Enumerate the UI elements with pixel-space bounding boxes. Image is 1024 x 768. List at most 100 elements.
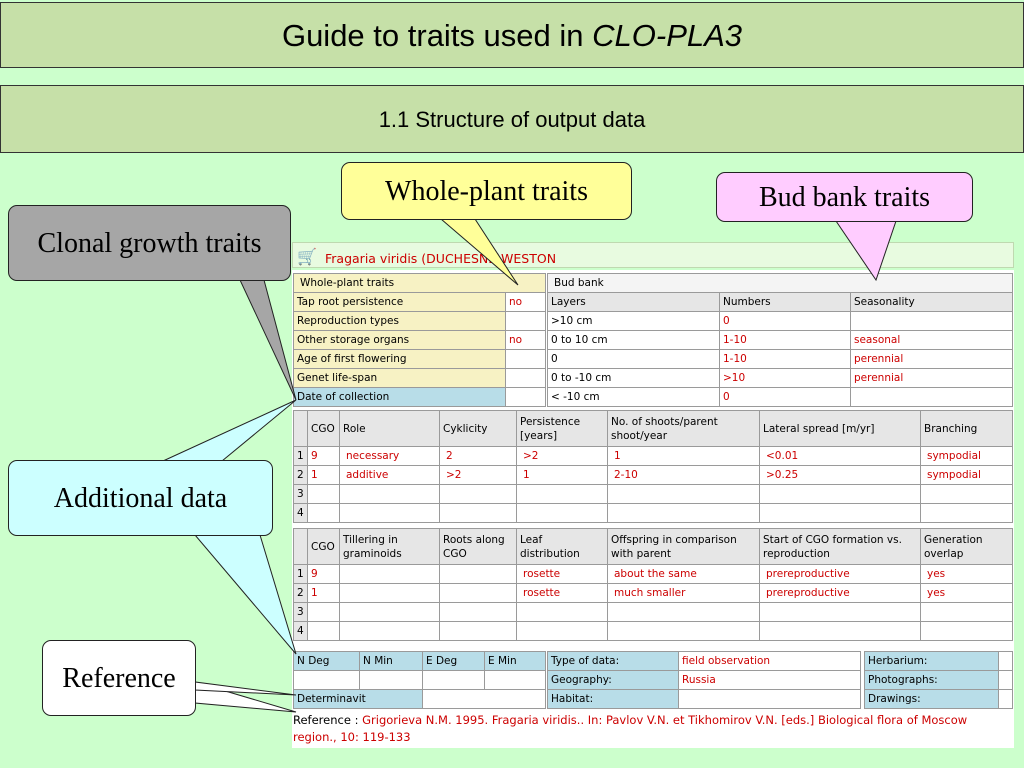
cgo-value[interactable]	[339, 503, 440, 523]
reference-text[interactable]: Grigorieva N.M. 1995. Fragaria viridis..…	[293, 713, 968, 744]
cgo-value[interactable]	[759, 503, 921, 523]
bud-bank-value[interactable]: >10	[719, 368, 851, 388]
e-deg-value[interactable]	[422, 670, 485, 690]
bud-bank-value[interactable]: 1-10	[719, 330, 851, 350]
cgo-value[interactable]	[439, 503, 517, 523]
whole-plant-value[interactable]	[504, 387, 547, 407]
bud-bank-value[interactable]: 1-10	[719, 349, 851, 369]
cgo-value[interactable]: 1	[307, 465, 340, 485]
cgo-value[interactable]: 9	[307, 564, 340, 584]
cgo-value[interactable]: about the same	[607, 564, 760, 584]
cgo-value[interactable]: additive	[339, 465, 440, 485]
cgo-value[interactable]	[607, 621, 760, 641]
media-value[interactable]	[998, 689, 1013, 709]
whole-plant-value[interactable]	[504, 368, 547, 388]
cgo-value[interactable]	[516, 503, 608, 523]
cgo-value[interactable]: 1	[607, 446, 760, 466]
cart-icon[interactable]: 🛒	[297, 247, 317, 266]
cgo-value[interactable]	[920, 484, 1013, 504]
cgo-value[interactable]: yes	[920, 564, 1013, 584]
cgo-value[interactable]: >0.25	[759, 465, 921, 485]
n-deg-value[interactable]	[293, 670, 360, 690]
n-min-value[interactable]	[359, 670, 423, 690]
bud-bank-value[interactable]: 0	[719, 387, 851, 407]
whole-plant-value[interactable]: no	[504, 330, 547, 350]
cgo-value[interactable]	[516, 484, 608, 504]
cgo-value[interactable]: >2	[439, 465, 517, 485]
cgo-value[interactable]: 1	[307, 583, 340, 603]
data-info-value[interactable]	[678, 689, 861, 709]
cgo-value[interactable]	[307, 484, 340, 504]
cgo-value[interactable]: <0.01	[759, 446, 921, 466]
cgo-value[interactable]	[307, 621, 340, 641]
cgo-value[interactable]	[439, 484, 517, 504]
cgo-value[interactable]	[516, 602, 608, 622]
cgo-value[interactable]: >2	[516, 446, 608, 466]
cgo-row: 3	[293, 484, 1013, 504]
whole-plant-value[interactable]	[504, 311, 547, 331]
reference-tail-upper	[194, 681, 297, 696]
cgo-value[interactable]	[307, 602, 340, 622]
cgo-value[interactable]	[439, 583, 517, 603]
media-value[interactable]	[998, 651, 1013, 671]
cgo-value[interactable]: 2-10	[607, 465, 760, 485]
cgo-value[interactable]	[607, 503, 760, 523]
cgo-value[interactable]	[607, 484, 760, 504]
cgo-value[interactable]	[339, 621, 440, 641]
bud-bank-value[interactable]: seasonal	[849, 330, 1014, 350]
cgo-value[interactable]	[339, 583, 440, 603]
cgo-value[interactable]	[759, 602, 921, 622]
whole-plant-row: Genet life-span	[293, 368, 547, 388]
cgo-value[interactable]	[439, 564, 517, 584]
additional-tail	[162, 399, 297, 462]
determinavit-value[interactable]	[422, 689, 546, 709]
cgo-value[interactable]	[439, 602, 517, 622]
cgo-value[interactable]	[607, 602, 760, 622]
cgo-value[interactable]	[920, 621, 1013, 641]
slide-subtitle: 1.1 Structure of output data	[0, 85, 1024, 153]
bud-bank-column-header: Seasonality	[849, 292, 1014, 312]
cgo-value[interactable]	[339, 564, 440, 584]
cgo-column-header: Roots along CGO	[439, 528, 517, 565]
cgo-value[interactable]	[920, 602, 1013, 622]
cgo-value[interactable]: sympodial	[920, 465, 1013, 485]
cgo-value[interactable]: prereproductive	[759, 583, 921, 603]
cgo-value[interactable]: rosette	[516, 564, 608, 584]
cgo-value[interactable]: necessary	[339, 446, 440, 466]
cgo-value[interactable]: 9	[307, 446, 340, 466]
cgo-value[interactable]: yes	[920, 583, 1013, 603]
data-info-value[interactable]: Russia	[678, 670, 861, 690]
cgo-value[interactable]	[516, 621, 608, 641]
cgo-value[interactable]: prereproductive	[759, 564, 921, 584]
cgo-value[interactable]	[920, 503, 1013, 523]
cgo-value[interactable]	[759, 621, 921, 641]
media-row: Herbarium:	[864, 651, 1013, 671]
whole-plant-value[interactable]	[504, 349, 547, 369]
bud-bank-layer: 0 to 10 cm	[547, 330, 720, 350]
bud-bank-value[interactable]: perennial	[849, 349, 1014, 369]
cgo-value[interactable]: rosette	[516, 583, 608, 603]
cgo-value[interactable]	[759, 484, 921, 504]
e-min-value[interactable]	[484, 670, 546, 690]
whole-plant-value[interactable]: no	[504, 292, 547, 312]
cgo-value[interactable]	[339, 484, 440, 504]
cgo-value[interactable]	[339, 602, 440, 622]
whole-plant-row: Reproduction types	[293, 311, 547, 331]
cgo-row: 4	[293, 621, 1013, 641]
bud-bank-value[interactable]: perennial	[849, 368, 1014, 388]
cgo-value[interactable]	[439, 621, 517, 641]
cgo-value[interactable]: sympodial	[920, 446, 1013, 466]
bud-bank-value[interactable]	[849, 387, 1014, 407]
cgo-value[interactable]: 2	[439, 446, 517, 466]
cgo-value[interactable]: much smaller	[607, 583, 760, 603]
cgo-value[interactable]: 1	[516, 465, 608, 485]
data-info-value[interactable]: field observation	[678, 651, 861, 671]
bud-bank-value[interactable]: 0	[719, 311, 851, 331]
bud-bank-value[interactable]	[849, 311, 1014, 331]
media-value[interactable]	[998, 670, 1013, 690]
bud-bank-column-header: Numbers	[719, 292, 851, 312]
cgo-value[interactable]	[307, 503, 340, 523]
